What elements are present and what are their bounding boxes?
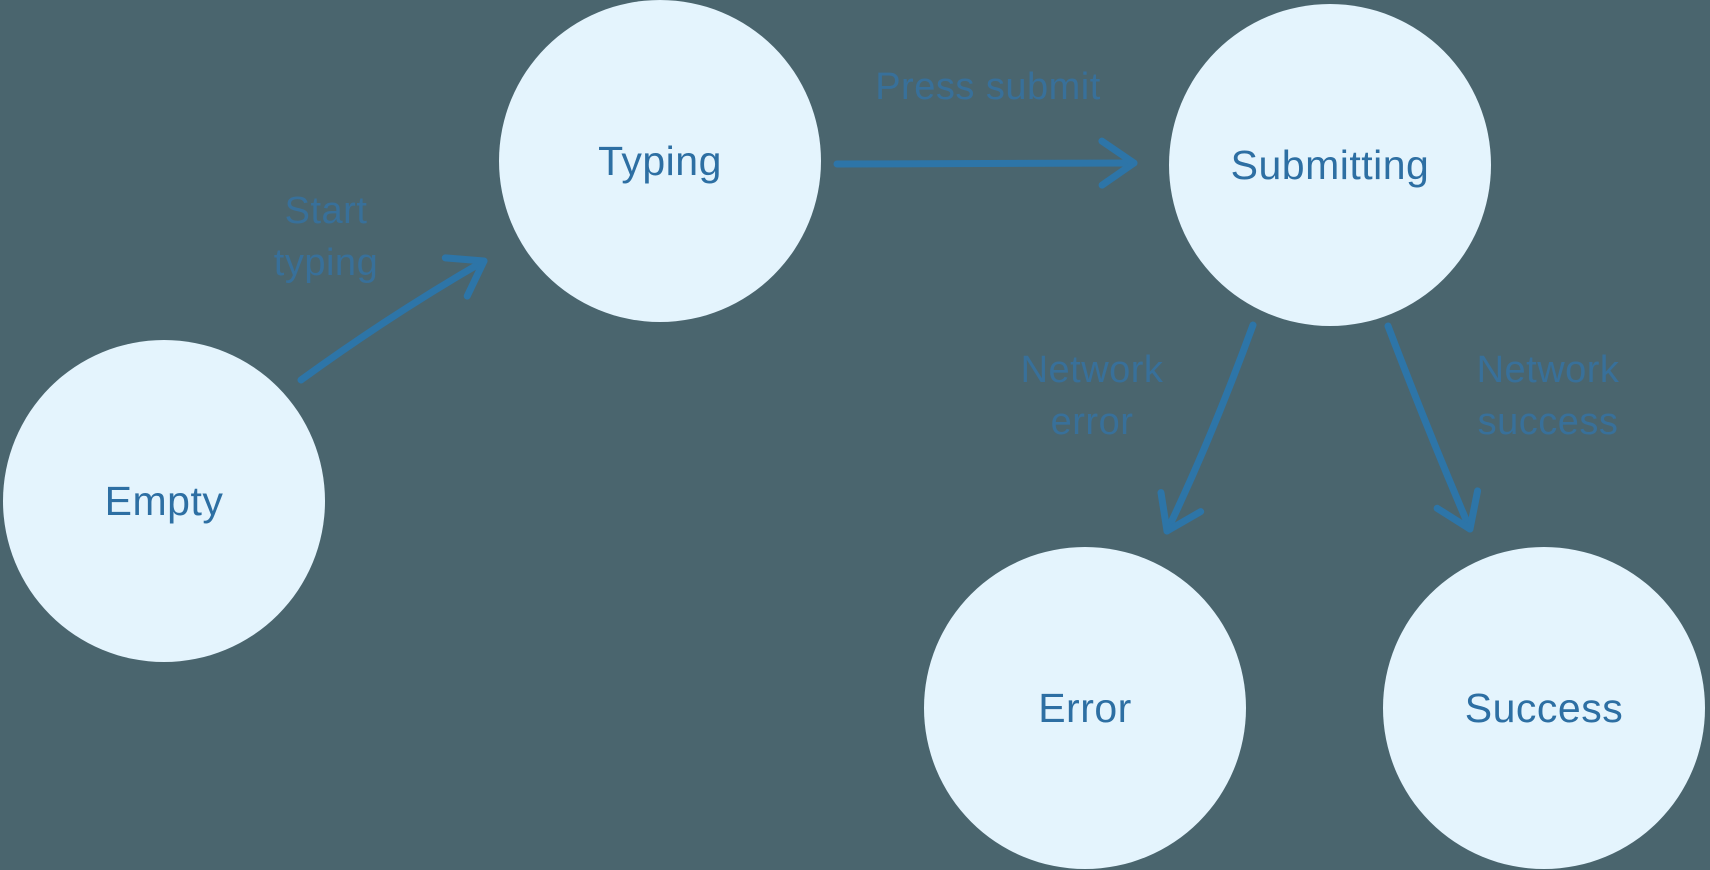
state-node-submitting: Submitting [1169,4,1491,326]
state-label-submitting: Submitting [1230,141,1430,188]
state-label-success: Success [1464,684,1624,731]
state-label-typing: Typing [598,137,722,184]
state-node-typing: Typing [499,0,821,322]
edge-label-start-typing: Start typing [206,185,446,289]
arrow-press-submit [833,137,1138,189]
arrow-network-error [1157,321,1257,535]
state-label-empty: Empty [104,477,224,524]
state-node-error: Error [924,547,1246,869]
edge-label-line: Network [1476,349,1620,391]
edge-label-network-success: Network success [1408,344,1688,448]
edge-label-line: Press submit [875,66,1101,108]
edge-label-line: error [1050,401,1134,443]
arrow-network-success [1384,322,1482,533]
state-label-error: Error [1038,684,1132,731]
state-node-empty: Empty [3,340,325,662]
state-node-success: Success [1383,547,1705,869]
edge-label-line: typing [273,242,379,284]
arrow-start-typing [297,254,488,384]
edge-label-press-submit: Press submit [838,61,1138,113]
edge-label-line: success [1477,401,1619,443]
edge-label-line: Network [1020,349,1164,391]
edge-label-network-error: Network error [952,344,1232,448]
edge-label-line: Start [284,190,368,232]
